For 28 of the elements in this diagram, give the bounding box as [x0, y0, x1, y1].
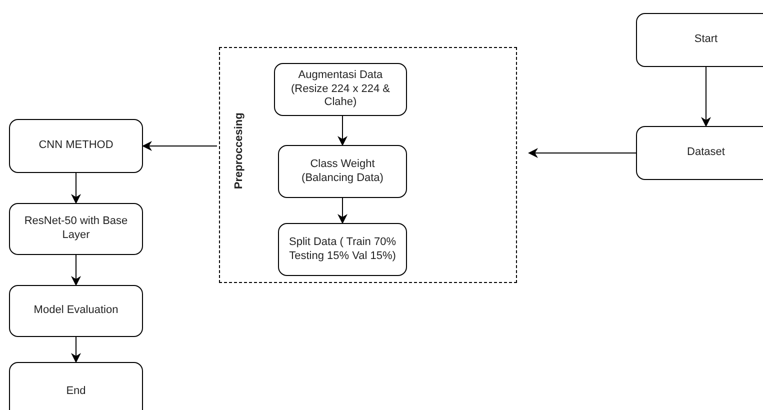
- process-box: [278, 145, 407, 198]
- process-box: [278, 223, 407, 276]
- terminal-box: [636, 13, 763, 67]
- arrow: [71, 172, 81, 204]
- process-box: [9, 119, 143, 173]
- process-box: [9, 285, 143, 337]
- node-label: Start: [694, 33, 718, 47]
- process-box: [636, 126, 763, 180]
- arrow: [701, 66, 711, 127]
- terminal-box: [9, 362, 143, 410]
- process-box: [9, 203, 143, 255]
- node-label: Augmentasi Data (Resize 224 x 224 & Clahe): [290, 68, 392, 110]
- node-label: CNN METHOD: [38, 139, 114, 153]
- node-label: Model Evaluation: [34, 304, 118, 318]
- node-label: Class Weight (Balancing Data): [300, 158, 384, 186]
- group-title: Preproccesing: [233, 112, 246, 191]
- group-box: [219, 47, 517, 283]
- node-label: End: [66, 385, 86, 399]
- node-label: Dataset: [687, 146, 725, 160]
- node-label: Split Data ( Train 70% Testing 15% Val 15%): [288, 236, 397, 264]
- arrow: [338, 198, 348, 224]
- process-box: [274, 63, 407, 116]
- arrow: [528, 148, 636, 158]
- arrow: [338, 116, 348, 146]
- arrow: [71, 336, 81, 363]
- arrow: [71, 254, 81, 286]
- arrow: [142, 141, 218, 151]
- node-label: ResNet-50 with Base Layer: [23, 215, 129, 243]
